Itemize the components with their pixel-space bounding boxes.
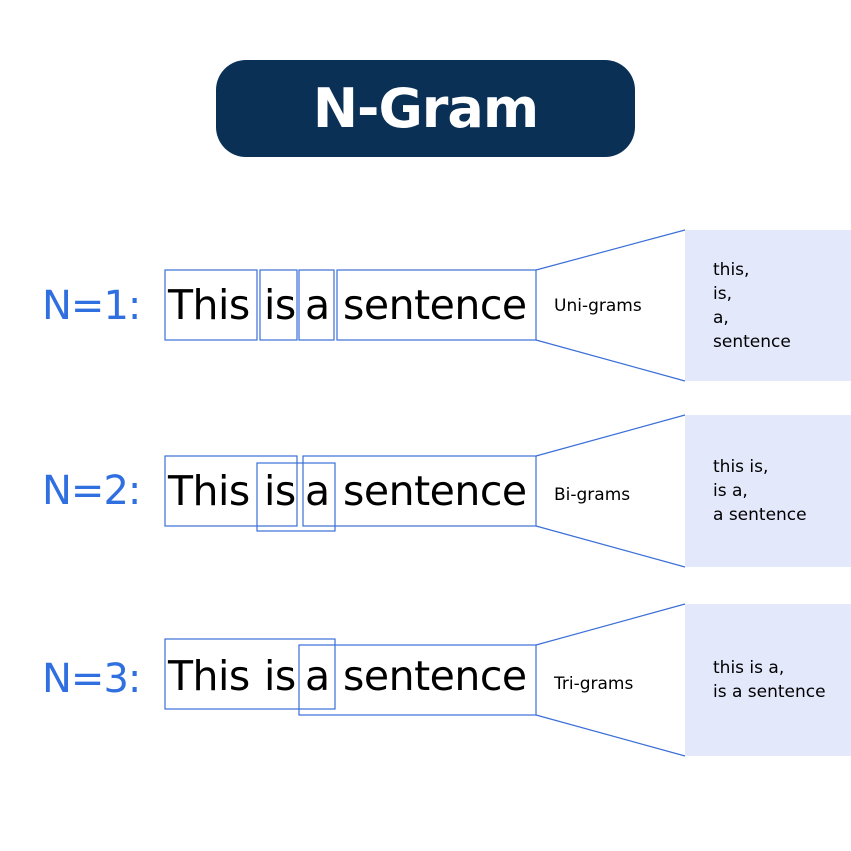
row1-box-is bbox=[259, 269, 298, 341]
row2-word-a: a bbox=[305, 467, 330, 515]
row2-result-box: this is, is a, a sentence bbox=[685, 415, 851, 567]
row3-word-is: is bbox=[264, 652, 296, 700]
row1-word-this: This bbox=[168, 281, 250, 329]
row3-result-2: is a sentence bbox=[713, 682, 826, 702]
row1-result-4: sentence bbox=[713, 331, 791, 352]
row1-box-a bbox=[298, 269, 335, 341]
row1-result-box: this, is, a, sentence bbox=[685, 230, 851, 381]
row3-result-1: this is a, bbox=[713, 658, 785, 678]
row3-n-label: N=3: bbox=[42, 656, 141, 702]
row3-result-box: this is a, is a sentence bbox=[685, 604, 851, 756]
row2-gram-label: Bi-grams bbox=[554, 485, 631, 505]
row3-box-this-is-a bbox=[164, 638, 336, 710]
title-banner: N-Gram bbox=[216, 60, 635, 157]
row2-box-this-is bbox=[164, 455, 298, 527]
row1-n-label: N=1: bbox=[42, 283, 141, 329]
row1-gram-label: Uni-grams bbox=[554, 296, 642, 316]
row3-word-a: a bbox=[305, 652, 330, 700]
row1-word-is: is bbox=[264, 281, 296, 329]
row3-word-sentence: sentence bbox=[343, 652, 527, 700]
row3-fan-bottom bbox=[535, 714, 686, 757]
row2-box-a-sentence bbox=[302, 455, 537, 527]
row1-box-this bbox=[164, 269, 258, 341]
row3-word-this: This bbox=[168, 652, 250, 700]
row1-word-a: a bbox=[305, 281, 330, 329]
diagram-title: N-Gram bbox=[312, 77, 539, 140]
row1-word-sentence: sentence bbox=[343, 281, 527, 329]
row1-fan-bottom bbox=[535, 339, 686, 382]
row3-fan-top bbox=[535, 603, 686, 646]
row2-result-1: this is, bbox=[713, 457, 769, 477]
row2-result-3: a sentence bbox=[713, 505, 807, 525]
row1-result-3: a, bbox=[713, 307, 729, 328]
row1-result-1: this, bbox=[713, 259, 750, 280]
row2-box-is-a bbox=[256, 462, 336, 532]
row3-box-is-a-sentence bbox=[298, 644, 537, 716]
row1-box-sentence bbox=[336, 269, 537, 341]
row2-word-is: is bbox=[264, 467, 296, 515]
row2-n-label: N=2: bbox=[42, 468, 141, 514]
row2-word-this: This bbox=[168, 467, 250, 515]
row1-result-2: is, bbox=[713, 283, 732, 304]
row2-result-2: is a, bbox=[713, 481, 748, 501]
row2-word-sentence: sentence bbox=[343, 467, 527, 515]
row2-fan-top bbox=[535, 414, 686, 457]
row2-fan-bottom bbox=[535, 525, 686, 568]
row3-gram-label: Tri-grams bbox=[554, 674, 634, 694]
row1-fan-top bbox=[535, 229, 686, 271]
